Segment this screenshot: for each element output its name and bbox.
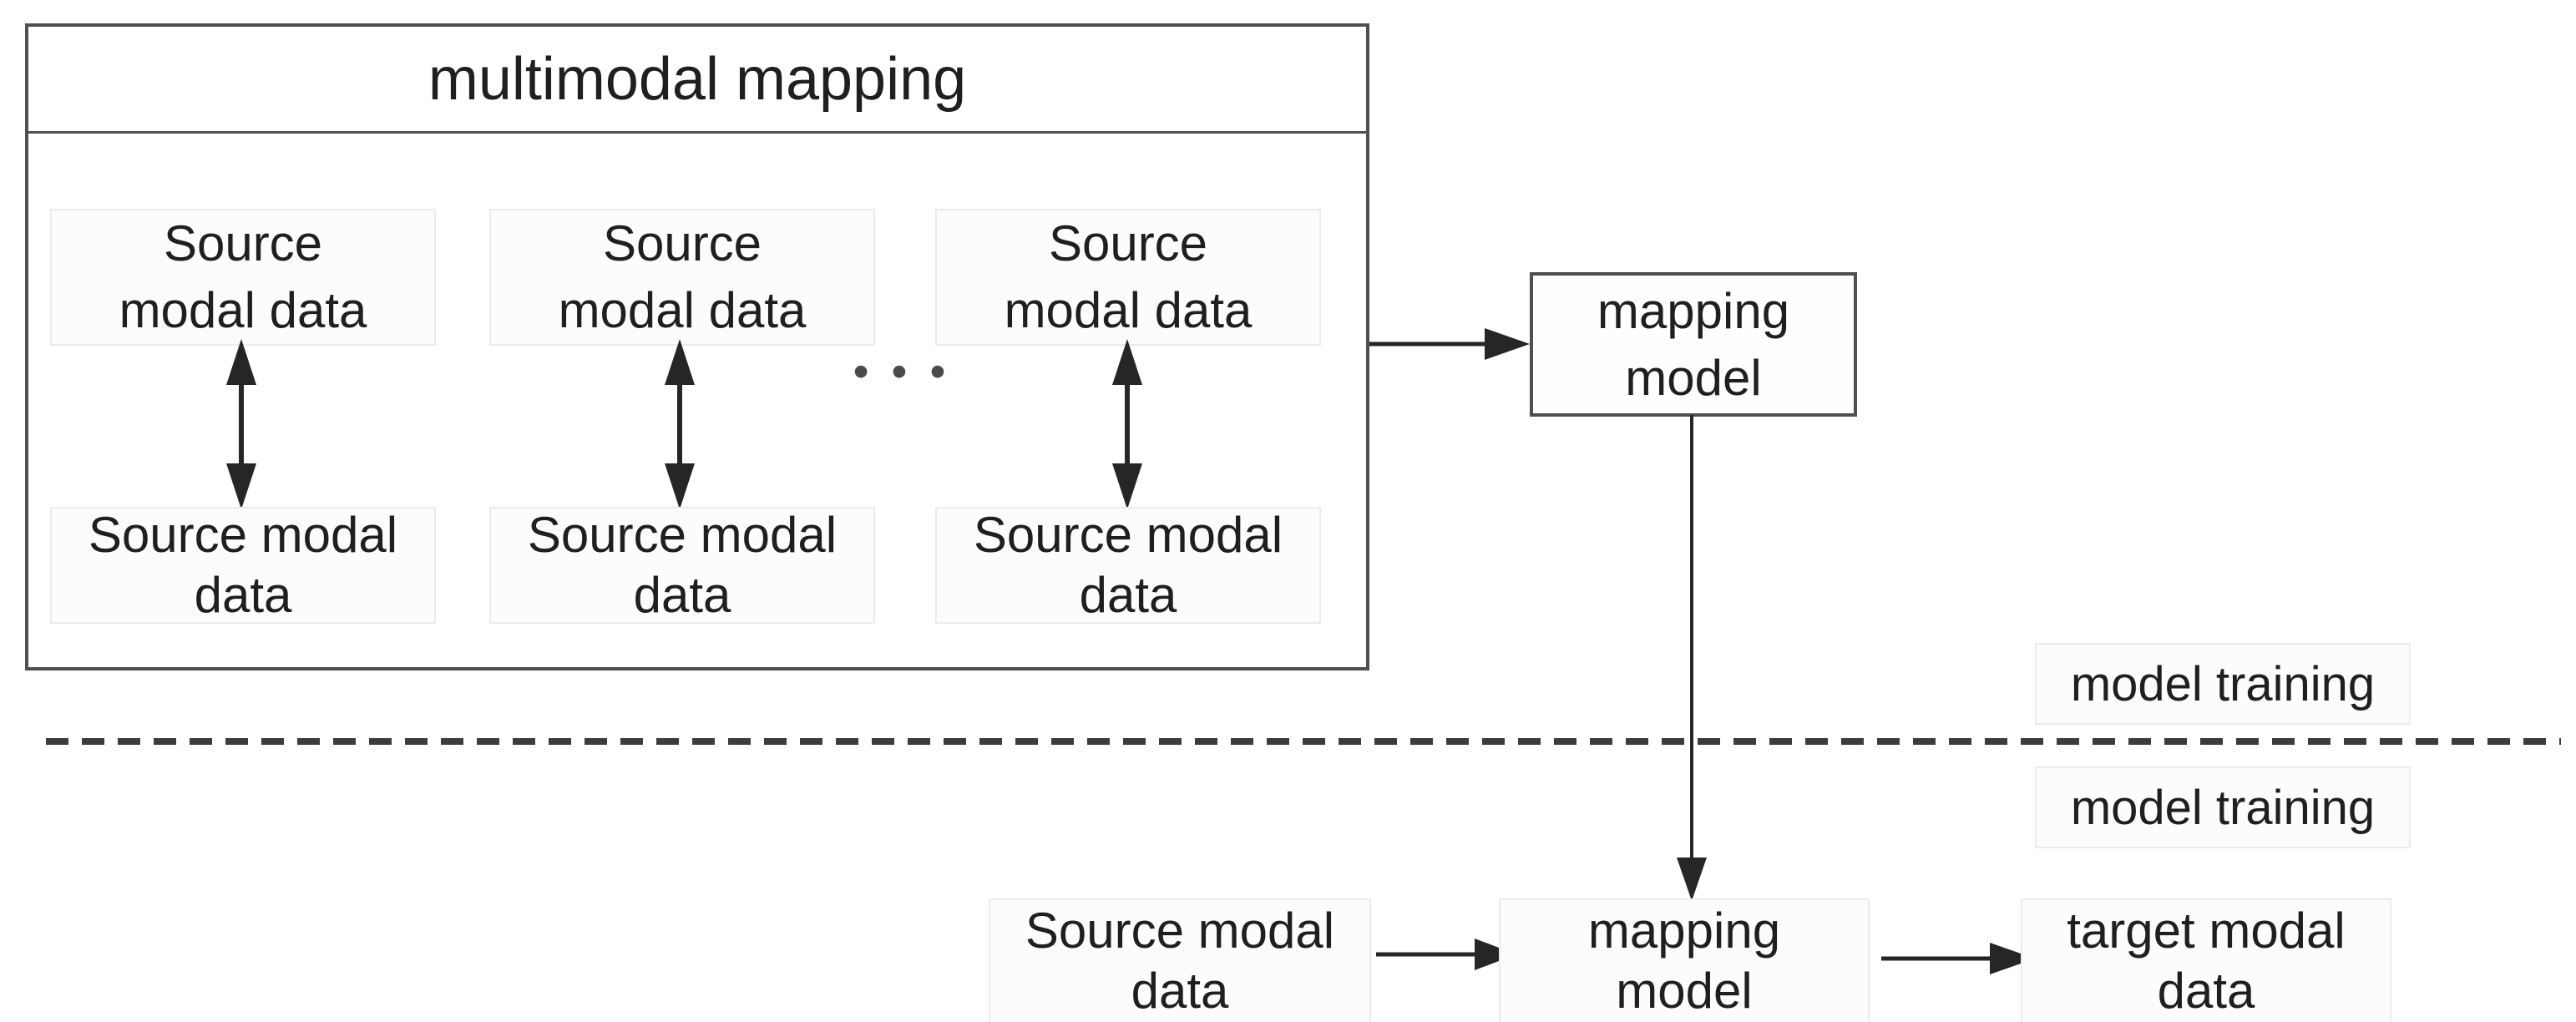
arrow-right-icon (1369, 328, 1530, 360)
multimodal-mapping-title: multimodal mapping (28, 27, 1366, 134)
source-modal-data-bottom-1: Source modal data (50, 507, 436, 624)
source-modal-data-top-1: Source modal data (50, 209, 436, 346)
double-arrow-icon (665, 339, 695, 509)
arrow-right-icon (1376, 939, 1516, 970)
double-arrow-icon (1112, 339, 1142, 509)
source-modal-data-top-3: Source modal data (935, 209, 1321, 346)
arrow-right-icon (1881, 943, 2035, 974)
flow-mapping-model: mapping model (1499, 898, 1870, 1022)
model-training-label-above: model training (2035, 643, 2411, 725)
source-modal-data-bottom-3: Source modal data (935, 507, 1321, 624)
ellipsis-icon: • • • (853, 347, 951, 397)
model-training-label-below: model training (2035, 766, 2411, 848)
flow-source-modal-data: Source modal data (989, 898, 1371, 1022)
mapping-model-box: mapping model (1530, 272, 1857, 417)
source-modal-data-top-2: Source modal data (489, 209, 875, 346)
training-usage-divider-dashed-line (46, 738, 2561, 745)
flow-target-modal-data: target modal data (2021, 898, 2391, 1022)
source-modal-data-bottom-2: Source modal data (489, 507, 875, 624)
double-arrow-icon (226, 339, 256, 509)
arrow-down-icon (1677, 415, 1707, 901)
